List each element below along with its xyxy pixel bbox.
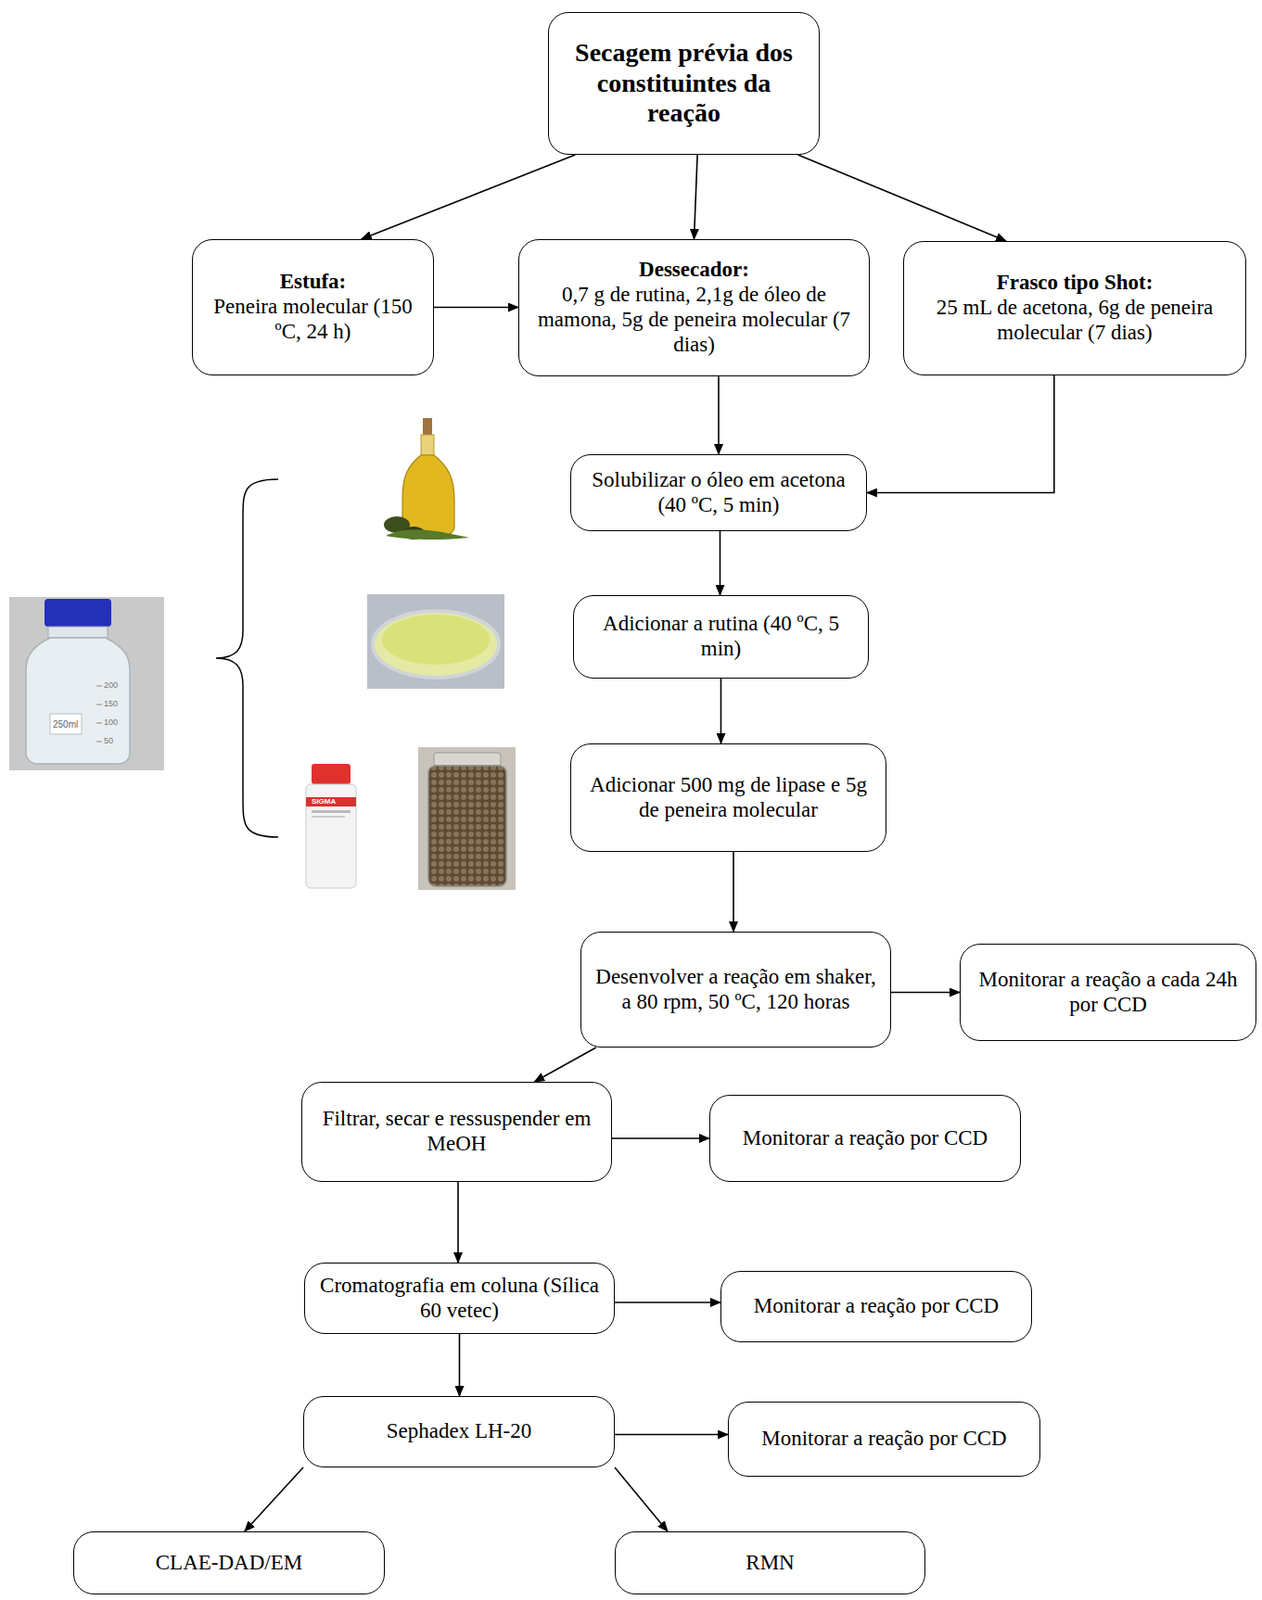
box-text: Cromatografia em coluna (Sílica 60 vetec… bbox=[318, 1274, 601, 1325]
arrow-connector bbox=[611, 1137, 710, 1140]
box-text: Solubilizar o óleo em acetona (40 ºC, 5 … bbox=[584, 468, 854, 519]
box-heading: Dessecador: bbox=[638, 257, 750, 283]
image-label: SIGMA bbox=[311, 798, 336, 806]
image-label: 200 bbox=[103, 681, 118, 690]
sigma-bottle bbox=[305, 764, 357, 889]
box-text: Filtrar, secar e ressuspender em MeOH bbox=[315, 1107, 599, 1158]
process-box: Filtrar, secar e ressuspender em MeOH bbox=[301, 1082, 612, 1183]
arrow-connector bbox=[433, 306, 519, 309]
image-label: 50 bbox=[103, 737, 114, 746]
image-label: 250ml bbox=[52, 720, 78, 730]
image-label: 150 bbox=[103, 700, 118, 709]
process-box: Sephadex LH-20 bbox=[303, 1396, 615, 1468]
process-box: Dessecador:0,7 g de rutina, 2,1g de óleo… bbox=[518, 239, 870, 377]
rutin-powder-image bbox=[367, 594, 505, 689]
arrow-connector bbox=[534, 1047, 597, 1083]
arrow-connector bbox=[458, 1334, 461, 1397]
arrow-connector bbox=[614, 1301, 721, 1304]
process-box: Adicionar 500 mg de lipase e 5g de penei… bbox=[570, 743, 887, 853]
image-label: 100 bbox=[103, 718, 118, 727]
box-text: RMN bbox=[745, 1551, 794, 1577]
process-box: Solubilizar o óleo em acetona (40 ºC, 5 … bbox=[570, 454, 867, 532]
molecular-sieve-jar bbox=[418, 747, 516, 891]
process-box: Monitorar a reação por CCD bbox=[720, 1271, 1033, 1343]
arrow-connector bbox=[244, 1467, 304, 1532]
box-text: CLAE-DAD/EM bbox=[155, 1551, 303, 1577]
box-text: Sephadex LH-20 bbox=[386, 1419, 533, 1445]
process-box: CLAE-DAD/EM bbox=[73, 1531, 385, 1595]
process-box: Estufa:Peneira molecular (150 ºC, 24 h) bbox=[191, 239, 434, 376]
box-heading: Estufa: bbox=[280, 269, 347, 295]
box-text: 0,7 g de rutina, 2,1g de óleo de mamona,… bbox=[532, 282, 856, 358]
arrow-connector bbox=[719, 531, 722, 596]
box-text: Monitorar a reação a cada 24h por CCD bbox=[973, 968, 1243, 1019]
box-text: 25 mL de acetona, 6g de peneira molecula… bbox=[917, 295, 1233, 346]
box-text: Monitorar a reação por CCD bbox=[761, 1427, 1007, 1453]
arrow-connector bbox=[732, 852, 735, 932]
process-box: Secagem prévia dos constituintes da reaç… bbox=[548, 12, 820, 155]
box-heading: Frasco tipo Shot: bbox=[996, 270, 1154, 296]
box-text: Desenvolver a reação em shaker, a 80 rpm… bbox=[594, 965, 878, 1016]
process-box: Cromatografia em coluna (Sílica 60 vetec… bbox=[304, 1262, 615, 1335]
schott-bottle bbox=[9, 597, 165, 771]
process-box: Monitorar a reação por CCD bbox=[709, 1095, 1021, 1183]
box-text: Monitorar a reação por CCD bbox=[742, 1126, 988, 1152]
box-text: Adicionar a rutina (40 ºC, 5 min) bbox=[586, 611, 855, 663]
arrow-connector bbox=[614, 1467, 668, 1532]
arrow-connector bbox=[720, 678, 723, 744]
process-box: Adicionar a rutina (40 ºC, 5 min) bbox=[573, 595, 869, 679]
arrow-connector bbox=[694, 154, 699, 240]
curly-bracket bbox=[216, 479, 279, 838]
oil-bottle-image bbox=[383, 418, 470, 540]
box-text: Peneira molecular (150 ºC, 24 h) bbox=[205, 294, 421, 345]
process-box: RMN bbox=[614, 1531, 926, 1595]
arrow-connector bbox=[361, 154, 576, 240]
process-box: Frasco tipo Shot:25 mL de acetona, 6g de… bbox=[903, 241, 1247, 376]
box-text: Adicionar 500 mg de lipase e 5g de penei… bbox=[584, 773, 873, 824]
process-box: Desenvolver a reação em shaker, a 80 rpm… bbox=[580, 931, 892, 1048]
arrow-connector bbox=[798, 154, 1007, 242]
box-text: Monitorar a reação por CCD bbox=[753, 1294, 999, 1320]
box-heading: Secagem prévia dos constituintes da reaç… bbox=[561, 38, 806, 129]
process-box: Monitorar a reação a cada 24h por CCD bbox=[959, 943, 1257, 1042]
process-box: Monitorar a reação por CCD bbox=[727, 1402, 1041, 1478]
arrow-connector bbox=[614, 1434, 728, 1437]
arrow-connector bbox=[457, 1182, 459, 1263]
arrow-connector bbox=[717, 376, 720, 455]
arrow-connector bbox=[866, 375, 1055, 494]
arrow-connector bbox=[891, 992, 960, 995]
